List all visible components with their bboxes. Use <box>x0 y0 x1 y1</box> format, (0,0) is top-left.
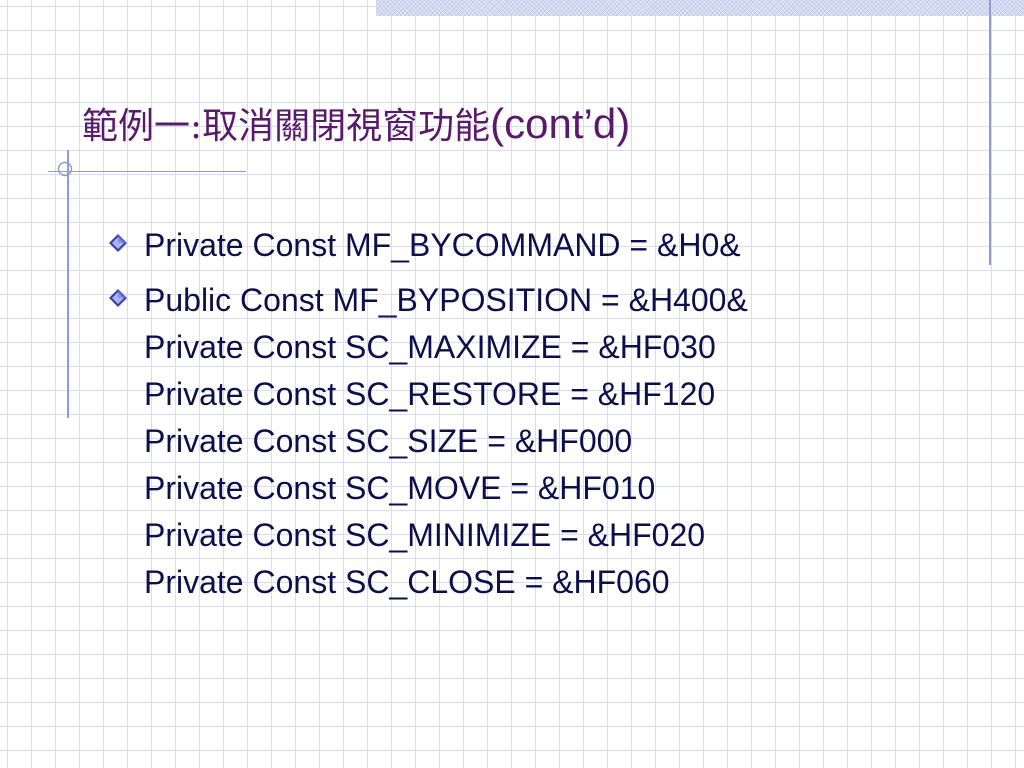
top-decorative-band <box>376 0 1024 16</box>
code-line: Private Const SC_CLOSE = &HF060 <box>144 564 670 600</box>
slide-title-main: 範例一:取消關閉視窗功能 <box>82 106 491 147</box>
code-line: Public Const MF_BYPOSITION = &H400& <box>144 282 748 318</box>
code-line: Private Const SC_MINIMIZE = &HF020 <box>144 517 706 553</box>
diamond-bullet-icon <box>109 234 127 252</box>
title-underline <box>48 171 246 172</box>
bullet-list: Private Const MF_BYCOMMAND = &H0& Public… <box>106 222 748 614</box>
bullet-text: Public Const MF_BYPOSITION = &H400& Priv… <box>144 277 748 606</box>
code-line: Private Const MF_BYCOMMAND = &H0& <box>144 227 741 263</box>
left-vertical-rule <box>67 150 69 418</box>
bullet-item: Public Const MF_BYPOSITION = &H400& Priv… <box>106 277 748 606</box>
code-line: Private Const SC_MOVE = &HF010 <box>144 470 656 506</box>
bullet-text: Private Const MF_BYCOMMAND = &H0& <box>144 222 741 269</box>
right-vertical-rule <box>989 0 991 265</box>
code-line: Private Const SC_RESTORE = &HF120 <box>144 376 716 412</box>
code-line: Private Const SC_SIZE = &HF000 <box>144 423 633 459</box>
slide-title: 範例一:取消關閉視窗功能(cont’d) <box>82 100 630 148</box>
code-line: Private Const SC_MAXIMIZE = &HF030 <box>144 329 716 365</box>
crosshair-ornament-icon <box>57 161 73 177</box>
bullet-item: Private Const MF_BYCOMMAND = &H0& <box>106 222 748 269</box>
diamond-bullet-icon <box>109 289 127 307</box>
slide-title-suffix: (cont’d) <box>490 100 631 147</box>
